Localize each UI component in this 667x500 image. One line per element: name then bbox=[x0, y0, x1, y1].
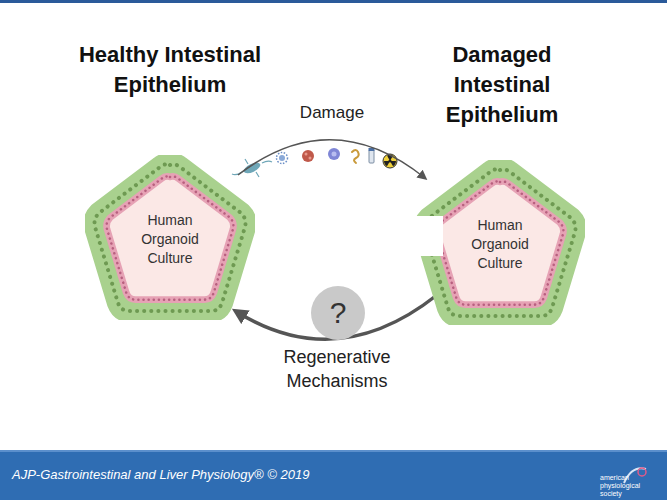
section-heading: Healthy Intestinal Epithelium bbox=[78, 40, 262, 100]
pink-nuclei bbox=[107, 176, 234, 299]
virus-icon bbox=[277, 153, 288, 164]
lumen bbox=[443, 187, 558, 298]
organoid-shape: Human Organoid Culture bbox=[85, 155, 255, 320]
society-name: american physiological society bbox=[600, 474, 658, 498]
epithelium-inner bbox=[437, 181, 564, 304]
lumen bbox=[113, 182, 228, 293]
cell-icon bbox=[328, 148, 340, 160]
section-heading: Damaged Intestinal Epithelium bbox=[410, 40, 594, 130]
journal-credit: AJP-Gastrointestinal and Liver Physiolog… bbox=[12, 467, 309, 482]
epithelium-nuclei bbox=[95, 164, 246, 311]
drug-vial-icon bbox=[369, 148, 375, 163]
radiation-icon bbox=[383, 154, 397, 168]
lumen-fill bbox=[443, 187, 558, 298]
pink-layer bbox=[107, 176, 234, 299]
question-circle: ? bbox=[311, 286, 365, 340]
edge-label: Damage bbox=[282, 102, 382, 124]
lumen-fill bbox=[113, 182, 228, 293]
organoid-label: Human Organoid Culture bbox=[455, 216, 545, 273]
particle-icon bbox=[302, 150, 314, 162]
organoid-label: Human Organoid Culture bbox=[125, 211, 215, 268]
pink-nuclei bbox=[437, 181, 564, 304]
edge-label: Regenerative Mechanisms bbox=[267, 345, 407, 393]
organoid-shape: Human Organoid Culture bbox=[415, 160, 585, 325]
damage-arrow bbox=[238, 140, 425, 178]
epithelium-inner bbox=[107, 176, 234, 299]
epithelium-outer bbox=[425, 169, 576, 316]
top-rule bbox=[0, 0, 667, 4]
worm-icon bbox=[352, 150, 359, 163]
organoid-node: Damaged Intestinal EpitheliumHuman Organ… bbox=[410, 40, 594, 325]
epithelium-nuclei bbox=[425, 169, 576, 316]
organoid-node: Healthy Intestinal EpitheliumHuman Organ… bbox=[78, 40, 262, 320]
damage-gap bbox=[415, 216, 443, 256]
pink-layer bbox=[437, 181, 564, 304]
epithelium-outer bbox=[95, 164, 246, 311]
question-mark: ? bbox=[330, 298, 347, 328]
